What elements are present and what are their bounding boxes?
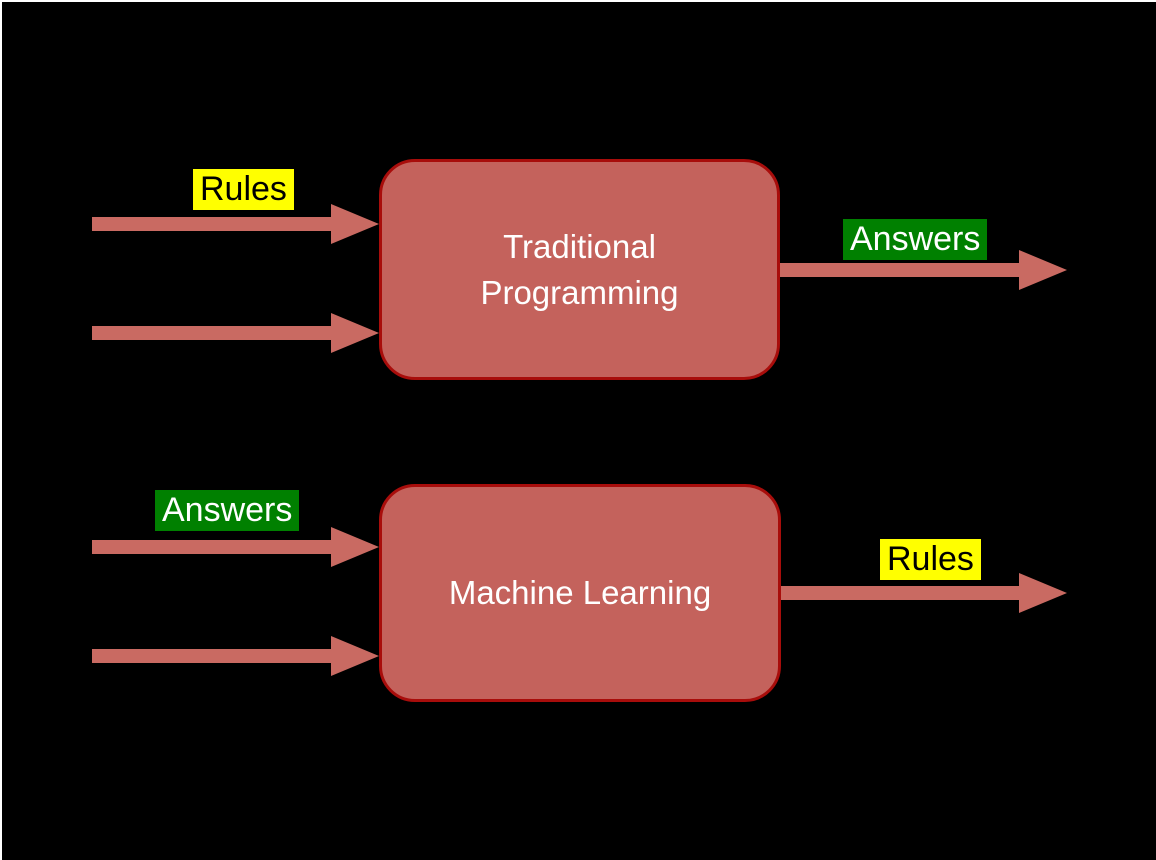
traditional-programming-box: Traditional Programming (379, 159, 780, 380)
arrow-right-icon (92, 204, 379, 244)
arrow-head (1019, 250, 1067, 290)
arrow-shaft (92, 326, 339, 340)
label-rules-input-traditional: Rules (193, 169, 294, 210)
arrow-shaft (92, 217, 339, 231)
machine-learning-box: Machine Learning (379, 484, 781, 702)
arrow-head (331, 527, 379, 567)
machine-learning-box-label: Machine Learning (448, 574, 712, 611)
arrow-head (331, 636, 379, 676)
label-answers-input-ml: Answers (155, 490, 300, 531)
slide-border-top (0, 0, 1156, 2)
arrow-right-icon (92, 636, 379, 676)
slide-border-left (0, 0, 2, 860)
arrow-head (1019, 573, 1067, 613)
traditional-programming-box-label: Traditional Programming (480, 227, 679, 311)
arrow-shaft (781, 586, 1027, 600)
arrow-right-icon (92, 313, 379, 353)
arrow-right-icon (781, 573, 1067, 613)
label-rules-output-ml: Rules (880, 539, 981, 580)
arrow-right-icon (92, 527, 379, 567)
arrow-head (331, 204, 379, 244)
arrow-shaft (92, 540, 339, 554)
arrow-right-icon (780, 250, 1067, 290)
arrow-head (331, 313, 379, 353)
label-answers-output-traditional: Answers (843, 219, 988, 260)
arrow-shaft (92, 649, 339, 663)
arrow-shaft (780, 263, 1027, 277)
